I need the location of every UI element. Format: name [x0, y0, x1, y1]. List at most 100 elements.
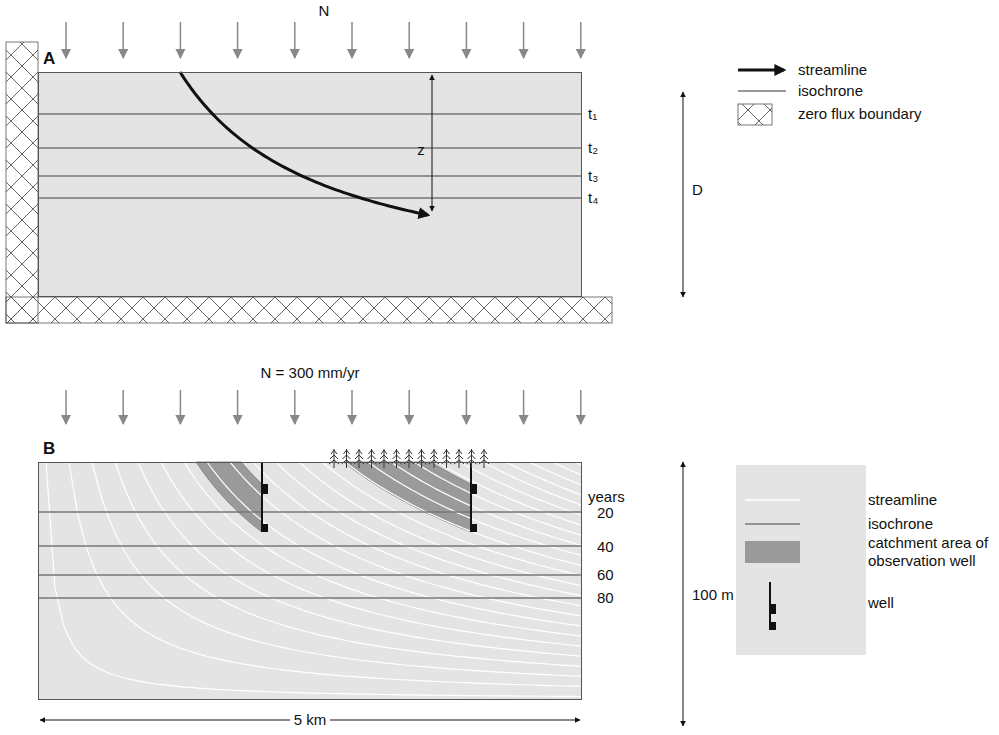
aquifer-fill [38, 72, 582, 297]
streamline [483, 462, 582, 505]
depth-arrow [432, 75, 433, 211]
streamline [529, 462, 582, 485]
recharge-arrow [180, 390, 182, 424]
isochrone-age: 60 [597, 566, 614, 583]
isochrone-line [38, 113, 582, 114]
streamline [138, 462, 582, 656]
catchment-area [196, 462, 262, 532]
streamline [437, 462, 582, 525]
well-casing [769, 582, 771, 630]
tree-symbol [417, 449, 427, 468]
isochrone-line [38, 597, 582, 598]
tree-symbol [442, 449, 452, 468]
recharge-arrow [351, 390, 353, 424]
thickness-label: D [692, 181, 703, 198]
isochrone-label: t₄ [588, 189, 598, 206]
isochrone-label: t₁ [588, 105, 597, 122]
legend-swatch [745, 541, 800, 563]
streamline [207, 462, 582, 626]
streamline [506, 462, 582, 495]
recharge-arrow [65, 22, 67, 58]
streamline [552, 462, 582, 475]
recharge-arrow [466, 22, 468, 58]
thickness-arrow [683, 462, 684, 726]
recharge-arrows [66, 22, 581, 58]
recharge-arrow [180, 22, 182, 58]
recharge-arrow [237, 22, 239, 58]
streamline [299, 462, 582, 586]
legend-text: catchment area of observation well [868, 534, 994, 570]
isochrone-line [38, 574, 582, 575]
legend-panel [736, 465, 866, 655]
streamline [368, 462, 582, 556]
length-label: 5 km [290, 711, 331, 728]
isochrone-line [38, 511, 582, 512]
zero-flux-hatch [6, 42, 38, 323]
legend-text: streamline [798, 61, 867, 79]
forest [329, 449, 489, 468]
legend-text: isochrone [798, 82, 863, 100]
recharge-arrow [351, 22, 353, 58]
depth-label: z [417, 141, 425, 158]
recharge-arrow [408, 390, 410, 424]
isochrone-label: t₂ [588, 139, 598, 156]
streamline [345, 462, 582, 566]
recharge-arrow [122, 390, 124, 424]
panel: A [38, 72, 582, 297]
recharge-arrow [294, 22, 296, 58]
streamline [115, 462, 582, 666]
legend-isochrone-sample [738, 90, 786, 91]
recharge-arrow [237, 390, 239, 424]
legend-text: streamline [868, 491, 937, 509]
legend-text: well [868, 594, 894, 612]
isochrone-age: 40 [597, 538, 614, 555]
isochrone-age: 20 [597, 504, 614, 521]
recharge-label: N [319, 2, 330, 19]
streamline [184, 462, 582, 636]
streamline [46, 462, 582, 697]
streamline [253, 462, 582, 606]
recharge-arrow [122, 22, 124, 58]
well-screen [263, 524, 268, 532]
recharge-label: N = 300 mm/yr [261, 364, 360, 381]
isochrone-age: 80 [597, 589, 614, 606]
well-screen [472, 484, 477, 494]
streamline [69, 462, 582, 686]
recharge-arrow [580, 390, 582, 424]
panel: B [38, 462, 582, 700]
well-screen [771, 622, 776, 630]
recharge-arrow [294, 390, 296, 424]
isochrone-line [38, 147, 582, 148]
streamline [414, 462, 582, 536]
panel-letter: B [43, 439, 55, 459]
tree-symbol [367, 449, 377, 468]
recharge-arrow [65, 390, 67, 424]
recharge-arrow [523, 22, 525, 58]
thickness-label: 100 m [692, 586, 734, 603]
streamline [92, 462, 582, 676]
panel-letter: A [43, 49, 55, 69]
isochrone-label: t₃ [588, 167, 598, 184]
legend-text: zero flux boundary [798, 105, 921, 123]
well-casing [470, 462, 472, 532]
streamline [161, 462, 582, 646]
tree-symbol [429, 449, 439, 468]
axis-unit: years [588, 488, 625, 505]
streamline [322, 462, 582, 576]
well-screen [472, 524, 477, 532]
recharge-arrows [66, 390, 581, 424]
streamline [230, 462, 582, 616]
streamlines [46, 462, 582, 697]
well-screen [771, 604, 776, 614]
well-casing [261, 462, 263, 532]
recharge-arrow [523, 390, 525, 424]
tree-symbol [454, 449, 464, 468]
streamline [391, 462, 582, 546]
streamline-arrow [180, 72, 428, 215]
legend-streamline-sample [738, 69, 784, 72]
zero-flux-hatch [6, 297, 612, 323]
recharge-arrow [466, 390, 468, 424]
isochrone-line [38, 175, 582, 176]
tree-symbol [479, 449, 489, 468]
tree-symbol [342, 449, 352, 468]
